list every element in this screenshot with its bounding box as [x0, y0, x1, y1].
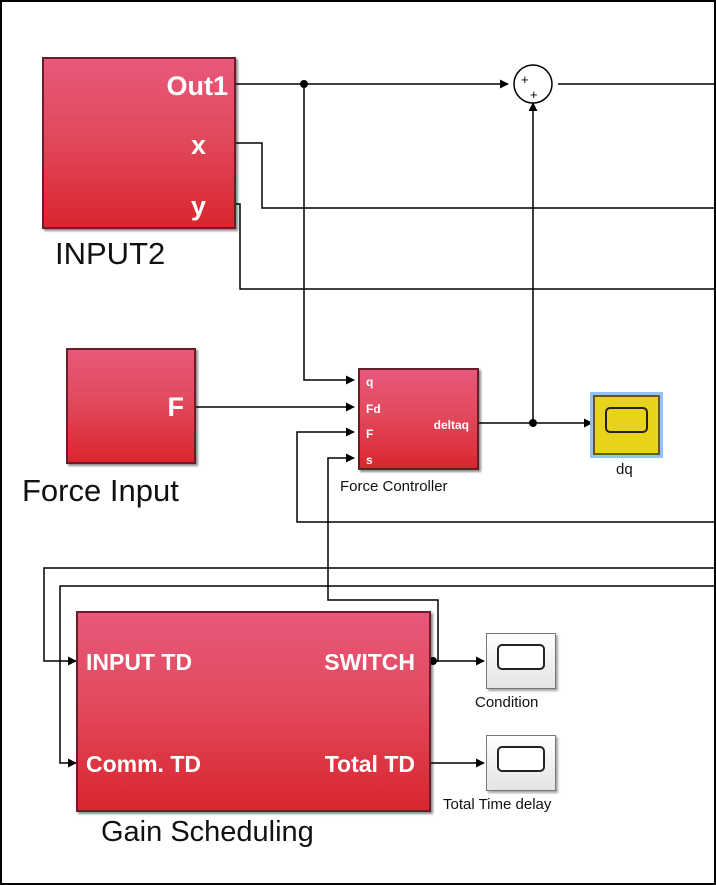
dq-scope-label: dq [616, 461, 633, 478]
force-controller-block[interactable]: q Fd F s deltaq [358, 368, 479, 470]
total-time-delay-label: Total Time delay [443, 796, 552, 813]
condition-scope-label: Condition [475, 694, 539, 711]
total-time-delay-scope[interactable] [486, 735, 556, 791]
force-input-caption: Force Input [22, 473, 179, 508]
junction-dot-icon [529, 419, 537, 427]
port-s: s [366, 453, 373, 467]
input2-block[interactable]: Out1 x y [42, 57, 236, 229]
port-total-td: Total TD [324, 751, 415, 777]
port-deltaq: deltaq [433, 418, 469, 432]
port-x: x [190, 130, 206, 160]
sum-sign-bottom: + [530, 87, 538, 102]
port-f-in: F [366, 427, 374, 441]
scope-icon [605, 407, 648, 433]
port-fd: Fd [366, 402, 381, 416]
input2-caption: INPUT2 [55, 236, 166, 271]
signal-y [236, 203, 716, 290]
port-q: q [366, 375, 374, 389]
sum-sign-top: + [521, 72, 529, 87]
signal-x [236, 142, 716, 209]
gain-scheduling-caption: Gain Scheduling [101, 816, 314, 848]
port-input-td: INPUT TD [86, 649, 193, 675]
port-switch: SWITCH [324, 649, 415, 675]
force-input-block[interactable]: F [66, 348, 196, 464]
signal-feedback-comm-td [59, 585, 716, 768]
scope-icon [497, 746, 545, 772]
signal-feedback-f [296, 427, 716, 523]
junction-dot-icon [429, 657, 437, 665]
scope-icon [497, 644, 545, 670]
port-f-out: F [167, 392, 185, 422]
force-controller-caption: Force Controller [340, 478, 448, 495]
port-comm-td: Comm. TD [86, 751, 201, 777]
port-out1: Out1 [166, 71, 228, 101]
sum-icon[interactable]: + + [513, 64, 553, 104]
gain-scheduling-block[interactable]: INPUT TD Comm. TD SWITCH Total TD [76, 611, 431, 812]
junction-dot-icon [300, 80, 308, 88]
condition-scope[interactable] [486, 633, 556, 689]
signal-out1-to-q [303, 84, 355, 385]
port-y: y [190, 191, 206, 221]
dq-scope[interactable] [590, 392, 663, 458]
